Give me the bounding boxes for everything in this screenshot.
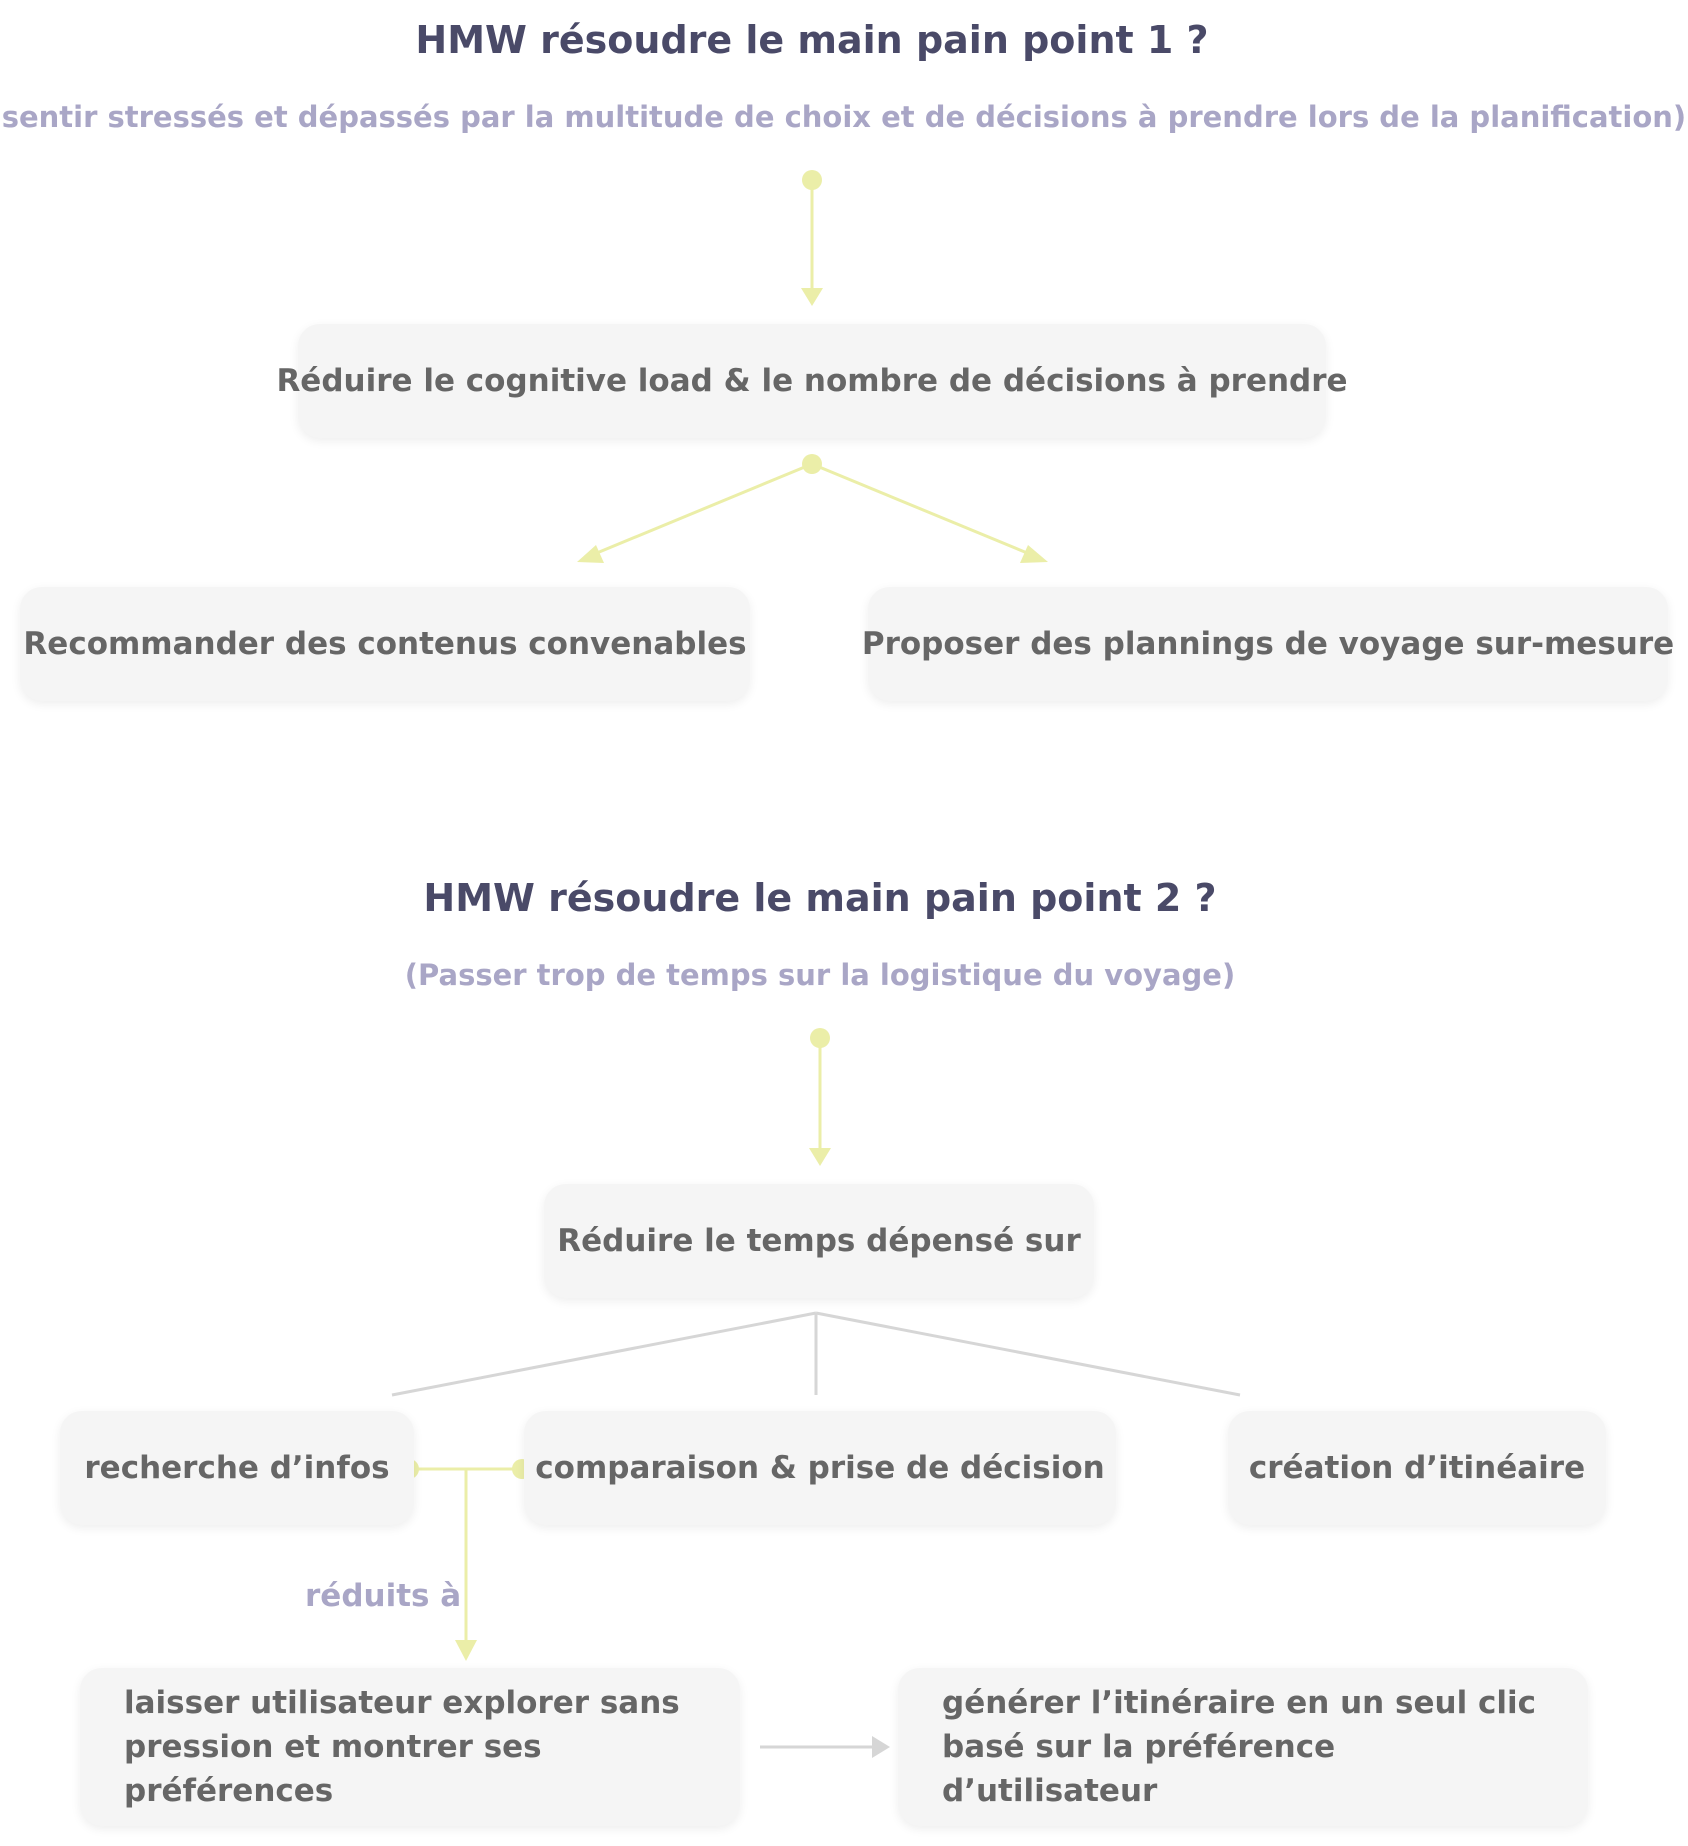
section2-link-label: réduits à: [305, 1578, 462, 1614]
section1-subtitle: (Se sentir stressés et dépassés par la m…: [0, 100, 1687, 134]
section2-outcome-node-1: laisser utilisateur explorer sans pressi…: [80, 1668, 740, 1826]
section2-area-label-2: comparaison & prise de décision: [535, 1450, 1105, 1486]
section2-area-node-2: comparaison & prise de décision: [524, 1411, 1116, 1525]
section2-outcome-label-1: laisser utilisateur explorer sans pressi…: [124, 1685, 680, 1809]
section2-area-label-3: création d’itinéaire: [1248, 1450, 1586, 1486]
section1-solution-label-2: Proposer des plannings de voyage sur-mes…: [861, 626, 1675, 662]
section2-connector-dot-top: [810, 1028, 830, 1048]
section1-solution-node-2: Proposer des plannings de voyage sur-mes…: [862, 587, 1674, 701]
section2-subtitle: (Passer trop de temps sur la logistique …: [404, 958, 1236, 992]
section1-arrowhead-left: [577, 545, 604, 563]
section1-solution-label-1: Recommander des contenus convenables: [23, 626, 747, 662]
section2-arrowhead-merge: [455, 1640, 477, 1661]
section1-arrow-to-solution-right: [811, 462, 1033, 557]
section1-connector-dot-split: [802, 454, 822, 474]
section2-outcome-label-2: générer l’itinéraire en un seul clic bas…: [942, 1685, 1536, 1809]
section1-solution-node-1: Recommander des contenus convenables: [20, 587, 750, 701]
section1-arrowhead-right: [1020, 545, 1048, 563]
section2-area-node-1: recherche d’infos: [60, 1411, 414, 1525]
section1-arrow-to-solution-left: [591, 462, 813, 557]
section1-goal-label: Réduire le cognitive load & le nombre de…: [276, 363, 1348, 399]
section2-area-node-3: création d’itinéaire: [1228, 1411, 1606, 1525]
section2-merge-connector: [409, 1467, 522, 1640]
section2-outcome-node-2: générer l’itinéraire en un seul clic bas…: [898, 1668, 1588, 1826]
section1-connector-dot-top: [802, 170, 822, 190]
section2-arrowhead-outcome: [872, 1736, 890, 1758]
section2-area-label-1: recherche d’infos: [84, 1450, 390, 1486]
section2-title: HMW résoudre le main pain point 2 ?: [423, 876, 1217, 920]
section1-arrowhead-goal: [801, 288, 823, 306]
section2-connectors: [391, 1028, 1241, 1758]
section1-goal-node: Réduire le cognitive load & le nombre de…: [276, 324, 1348, 438]
section2-goal-node: Réduire le temps dépensé sur: [544, 1184, 1094, 1298]
section2-arrowhead-goal: [809, 1148, 831, 1166]
section1-title: HMW résoudre le main pain point 1 ?: [415, 18, 1209, 62]
section2-goal-label: Réduire le temps dépensé sur: [557, 1223, 1081, 1259]
section2-tree-lines: [391, 1311, 1241, 1397]
